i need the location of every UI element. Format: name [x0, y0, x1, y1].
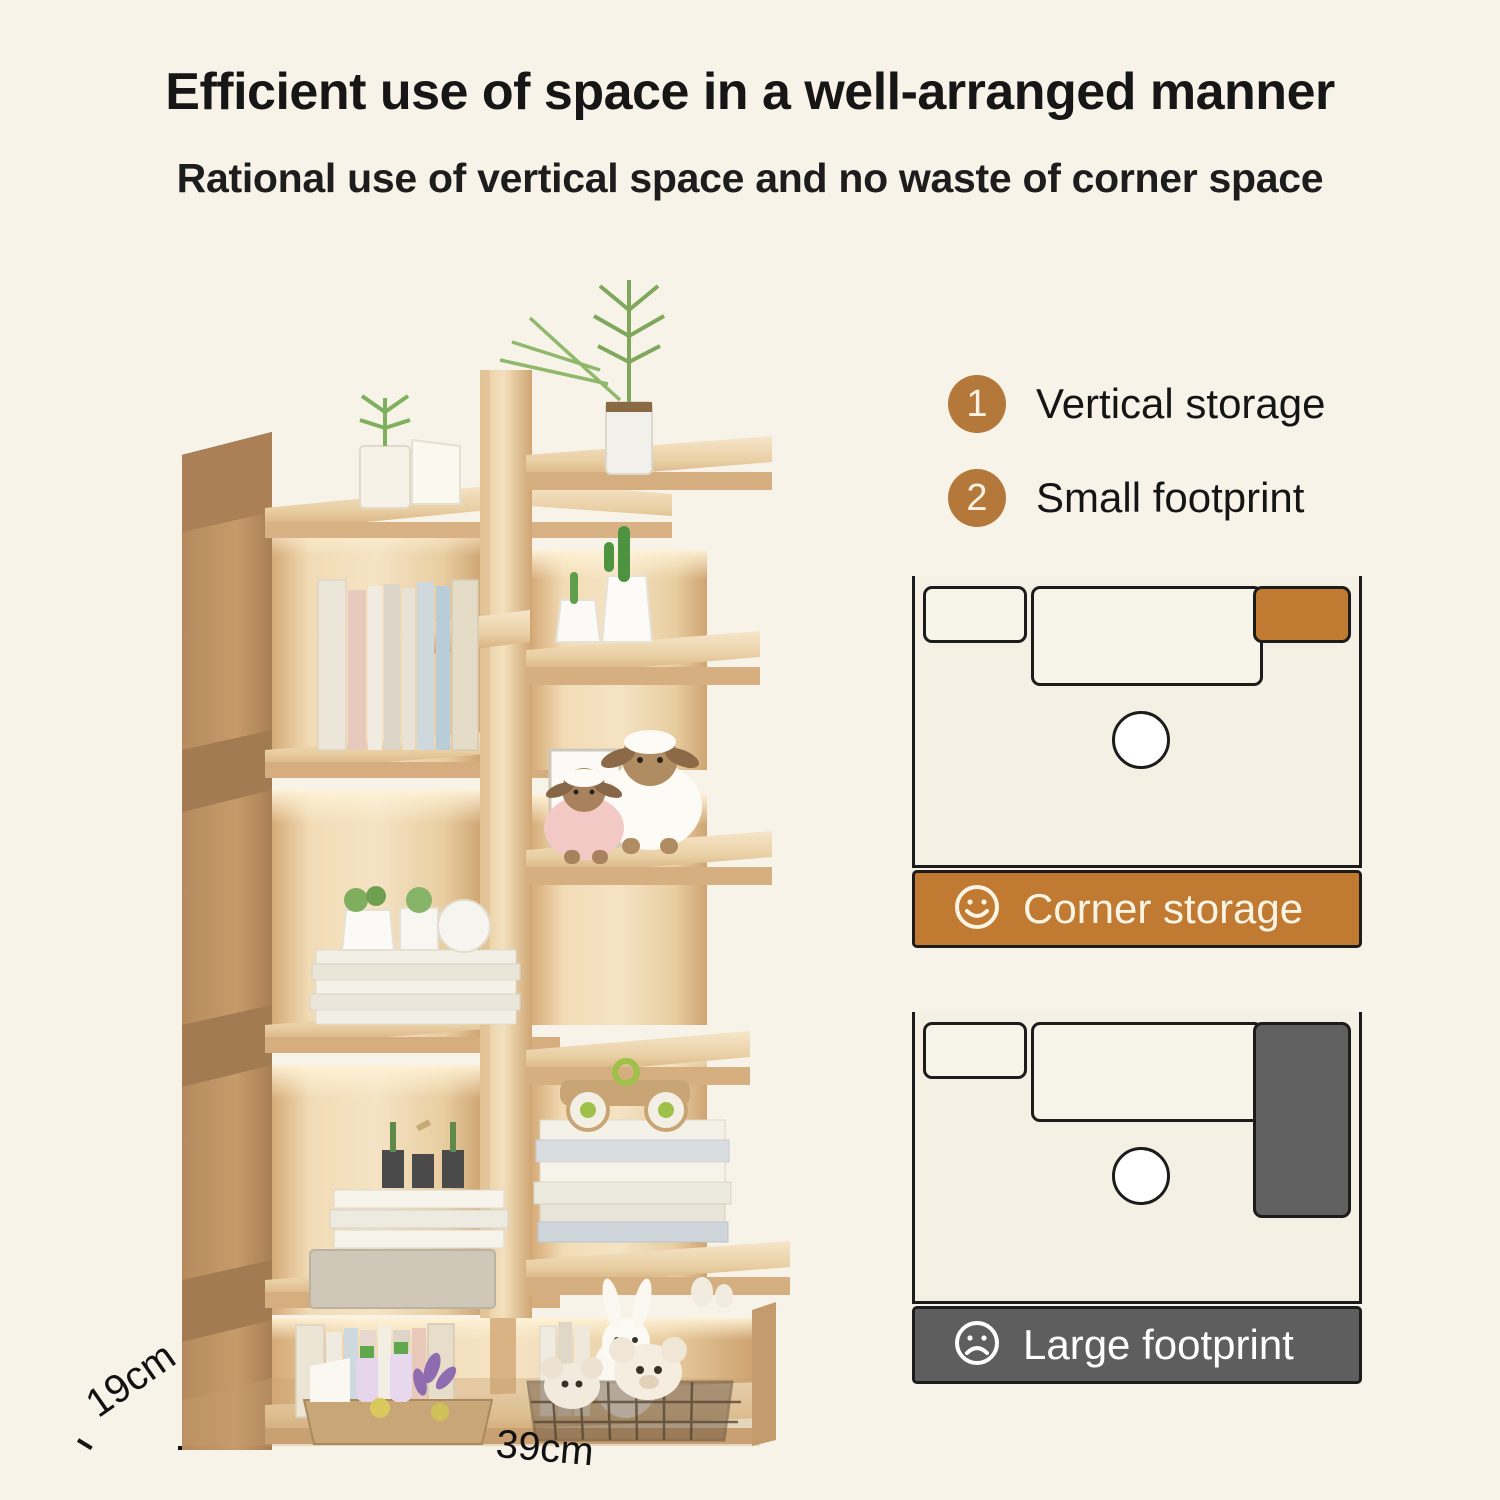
- feature-label-2: Small footprint: [1036, 474, 1305, 521]
- feature-label-1: Vertical storage: [1036, 380, 1326, 427]
- nightstand-shape: [923, 586, 1027, 643]
- page-title: Efficient use of space in a well-arrange…: [165, 63, 1335, 121]
- feature-item-2: 2 Small footprint: [948, 462, 1326, 534]
- bed-shape: [1031, 586, 1263, 686]
- caption-text-bad: Large footprint: [1023, 1321, 1294, 1368]
- tall-cabinet-shape: [1253, 1022, 1351, 1218]
- round-table-shape: [1112, 1147, 1170, 1205]
- caption-bar-large-footprint: Large footprint: [912, 1306, 1362, 1384]
- round-table-shape: [1112, 711, 1170, 769]
- nightstand-shape: [923, 1022, 1027, 1079]
- corner-shelf-shape: [1253, 586, 1351, 643]
- number-badge-2: 2: [948, 469, 1006, 527]
- page-subtitle: Rational use of vertical space and no wa…: [176, 155, 1324, 201]
- smiley-face-icon: [953, 883, 1001, 936]
- feature-list: 1 Vertical storage 2 Small footprint: [948, 368, 1326, 556]
- room-diagram-large-footprint: Large footprint: [912, 1012, 1362, 1384]
- room-diagram-corner-storage: Corner storage: [912, 576, 1362, 948]
- number-badge-1: 1: [948, 375, 1006, 433]
- bed-shape: [1031, 1022, 1263, 1122]
- caption-bar-corner-storage: Corner storage: [912, 870, 1362, 948]
- floor-area: [915, 1012, 1359, 1304]
- sad-face-icon: [953, 1319, 1001, 1372]
- room-floorplan-good: [912, 576, 1362, 868]
- floor-area: [915, 576, 1359, 868]
- room-floorplan-bad: [912, 1012, 1362, 1304]
- product-photo-bookshelf: [60, 250, 860, 1450]
- caption-text-good: Corner storage: [1023, 885, 1304, 932]
- feature-item-1: 1 Vertical storage: [948, 368, 1326, 440]
- dimension-width-label: 39cm: [494, 1422, 596, 1475]
